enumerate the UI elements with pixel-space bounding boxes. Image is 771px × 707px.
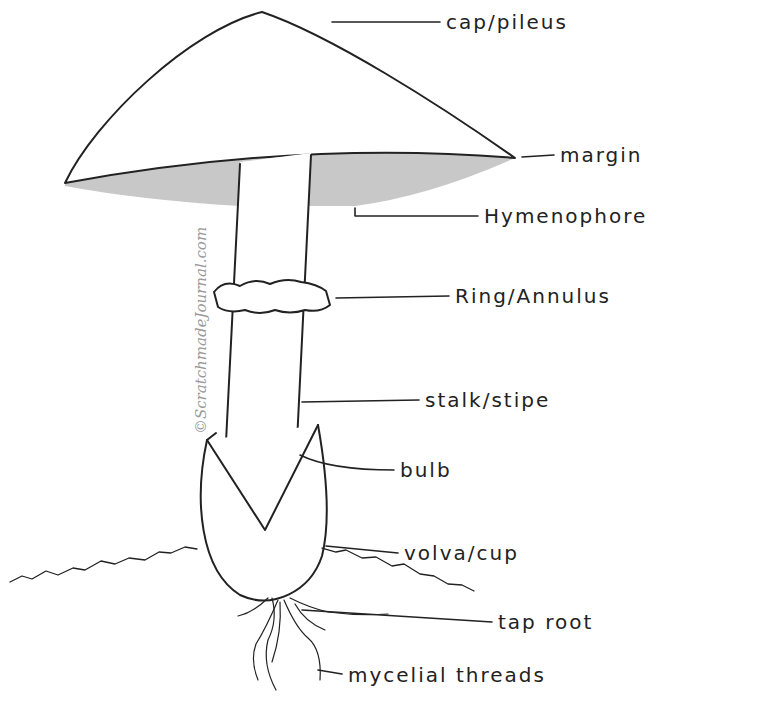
part-label: bulb bbox=[400, 459, 452, 481]
watermark: ©ScratchmadeJournal.com bbox=[194, 226, 209, 433]
part-label: margin bbox=[560, 144, 643, 166]
ring bbox=[214, 280, 330, 313]
part-label: tap root bbox=[498, 611, 593, 633]
part-label: stalk/stipe bbox=[425, 389, 550, 411]
part-label: mycelial threads bbox=[348, 664, 546, 686]
part-label: cap/pileus bbox=[446, 11, 568, 33]
part-label: volva/cup bbox=[404, 542, 519, 564]
volva-flap bbox=[207, 425, 318, 530]
part-label: Hymenophore bbox=[484, 205, 647, 227]
ground bbox=[10, 547, 197, 582]
volva bbox=[201, 425, 327, 600]
part-label: Ring/Annulus bbox=[455, 285, 611, 307]
leader-lines bbox=[300, 22, 554, 674]
volva-flap bbox=[207, 433, 216, 440]
